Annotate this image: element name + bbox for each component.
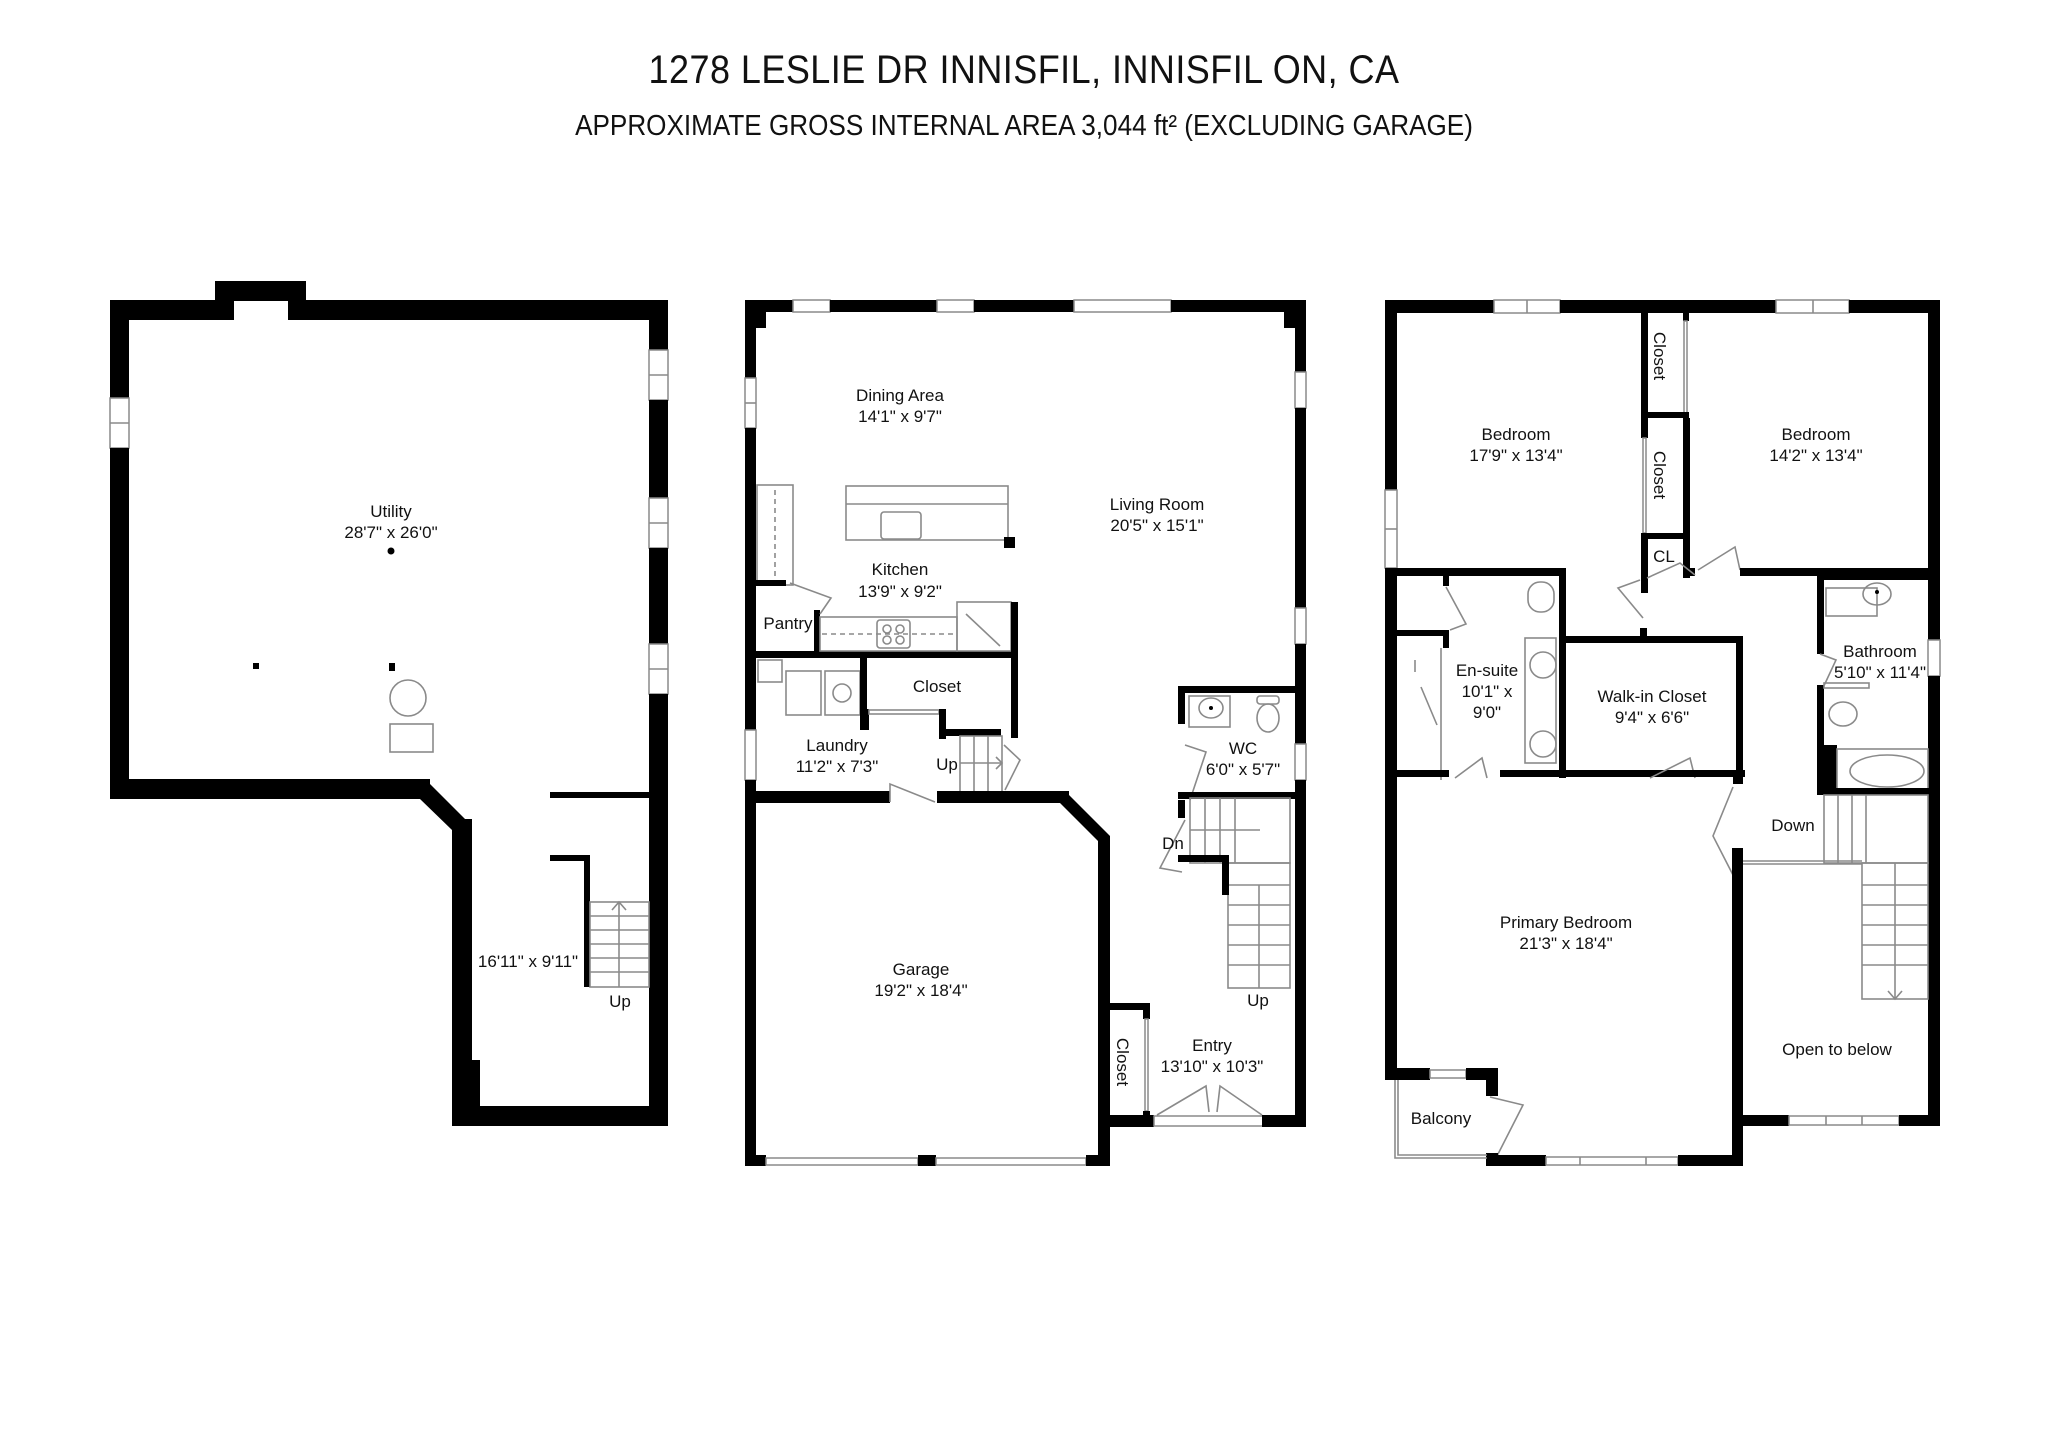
room-name-closet-2: Closet [1650,451,1669,499]
room-dims-primary: 21'3" x 18'4" [1519,934,1612,953]
stair-label-down: Down [1771,816,1814,835]
basement-plan: Utility 28'7" x 26'0" 16'11" x 9'11" Up [109,281,669,1126]
room-dims-bedroom-2: 17'9" x 13'4" [1469,446,1562,465]
room-name-closet-laundry: Closet [913,677,961,696]
room-dims-ensuite-2: 9'0" [1473,703,1501,722]
room-name-ensuite: En-suite [1456,661,1518,680]
stair-label-up-laundry: Up [936,755,958,774]
room-name-pantry: Pantry [763,614,813,633]
room-dims-ensuite-1: 10'1" x [1462,682,1513,701]
room-name-wc: WC [1229,739,1257,758]
room-dims-basement-hall: 16'11" x 9'11" [478,952,578,971]
room-dims-entry: 13'10" x 10'3" [1161,1057,1264,1076]
room-name-bedroom-3: Bedroom [1782,425,1851,444]
room-name-dining: Dining Area [856,386,944,405]
stair-label-up-entry: Up [1247,991,1269,1010]
room-name-cl: CL [1653,547,1675,566]
room-name-bathroom: Bathroom [1843,642,1917,661]
room-name-utility: Utility [370,502,412,521]
room-name-balcony: Balcony [1411,1109,1472,1128]
room-name-living: Living Room [1110,495,1205,514]
room-dims-living: 20'5" x 15'1" [1110,516,1203,535]
room-dims-wc: 6'0" x 5'7" [1206,760,1280,779]
room-name-laundry: Laundry [806,736,868,755]
room-name-entry: Entry [1192,1036,1232,1055]
main-floor-plan: Dining Area 14'1" x 9'7" Living Room 20'… [744,299,1307,1166]
room-dims-dining: 14'1" x 9'7" [858,407,942,426]
stair-label-up: Up [609,992,631,1011]
upper-floor-plan: Bedroom 17'9" x 13'4" Bedroom 14'2" x 13… [1384,299,1941,1166]
room-dims-walkin: 9'4" x 6'6" [1615,708,1689,727]
room-dims-garage: 19'2" x 18'4" [874,981,967,1000]
room-dims-utility: 28'7" x 26'0" [344,523,437,542]
room-name-open-to-below: Open to below [1782,1040,1892,1059]
room-dims-bedroom-3: 14'2" x 13'4" [1769,446,1862,465]
room-dims-bathroom: 5'10" x 11'4" [1834,663,1926,682]
stair-label-dn: Dn [1162,834,1184,853]
room-name-closet-entry: Closet [1113,1038,1132,1086]
room-name-primary: Primary Bedroom [1500,913,1632,932]
room-name-kitchen: Kitchen [872,560,929,579]
room-name-closet-1: Closet [1650,332,1669,380]
room-name-walkin: Walk-in Closet [1598,687,1707,706]
room-name-bedroom-2: Bedroom [1482,425,1551,444]
floorplan-subtitle: APPROXIMATE GROSS INTERNAL AREA 3,044 ft… [575,110,1473,142]
floorplan-title: 1278 LESLIE DR INNISFIL, INNISFIL ON, CA [648,48,1400,92]
room-name-garage: Garage [893,960,950,979]
room-dims-laundry: 11'2" x 7'3" [796,757,879,776]
room-dims-kitchen: 13'9" x 9'2" [858,582,942,601]
